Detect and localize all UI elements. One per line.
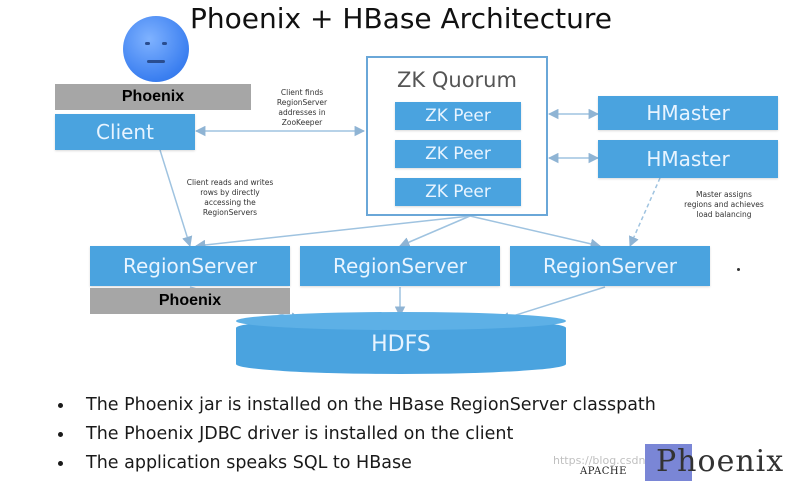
zk-quorum-box: ZK Quorum ZK Peer ZK Peer ZK Peer	[366, 56, 548, 216]
client-readwrite-note: Client reads and writes rows by directly…	[186, 178, 274, 217]
user-avatar-icon	[123, 16, 189, 82]
bullet-item: The application speaks SQL to HBase	[52, 449, 772, 478]
logo-apache-text: APACHE	[580, 466, 627, 477]
client-find-note: Client finds RegionServer addresses in Z…	[276, 88, 328, 127]
regionserver-box: RegionServer	[300, 246, 500, 286]
hmaster-box: HMaster	[598, 96, 778, 130]
zk-peer: ZK Peer	[395, 178, 521, 206]
bullet-list: The Phoenix jar is installed on the HBas…	[52, 391, 772, 478]
eye-icon	[162, 42, 167, 45]
client-phoenix-label: Phoenix	[55, 84, 251, 110]
regionserver-phoenix-label: Phoenix	[90, 288, 290, 314]
client-box: Client	[55, 114, 195, 150]
client-rs-arrow	[159, 149, 193, 248]
bullet-item: The Phoenix JDBC driver is installed on …	[52, 420, 772, 449]
mouth-icon	[147, 60, 165, 63]
diagram-title: Phoenix + HBase Architecture	[190, 2, 612, 35]
eye-icon	[145, 42, 150, 45]
hmaster-note: Master assigns regions and achieves load…	[684, 190, 764, 219]
hdfs-label: HDFS	[371, 332, 431, 357]
logo-phoenix-text: Phoenix	[656, 444, 785, 479]
zk-peer: ZK Peer	[395, 140, 521, 168]
regionserver-box: RegionServer	[510, 246, 710, 286]
zk-peer: ZK Peer	[395, 102, 521, 130]
hdfs-cylinder-top	[236, 312, 566, 330]
hmaster-box: HMaster	[598, 140, 778, 178]
zk-rs2-arrow	[399, 215, 471, 248]
zk-rs1-arrow	[194, 215, 471, 251]
phoenix-logo-box	[645, 444, 692, 481]
regionserver-box: RegionServer	[90, 246, 290, 286]
hmaster-rs-dashed-arrow	[629, 177, 661, 247]
zk-rs3-arrow	[469, 215, 602, 249]
bullet-item: The Phoenix jar is installed on the HBas…	[52, 391, 772, 420]
zk-quorum-title: ZK Quorum	[397, 68, 517, 92]
stray-dot	[737, 268, 740, 271]
